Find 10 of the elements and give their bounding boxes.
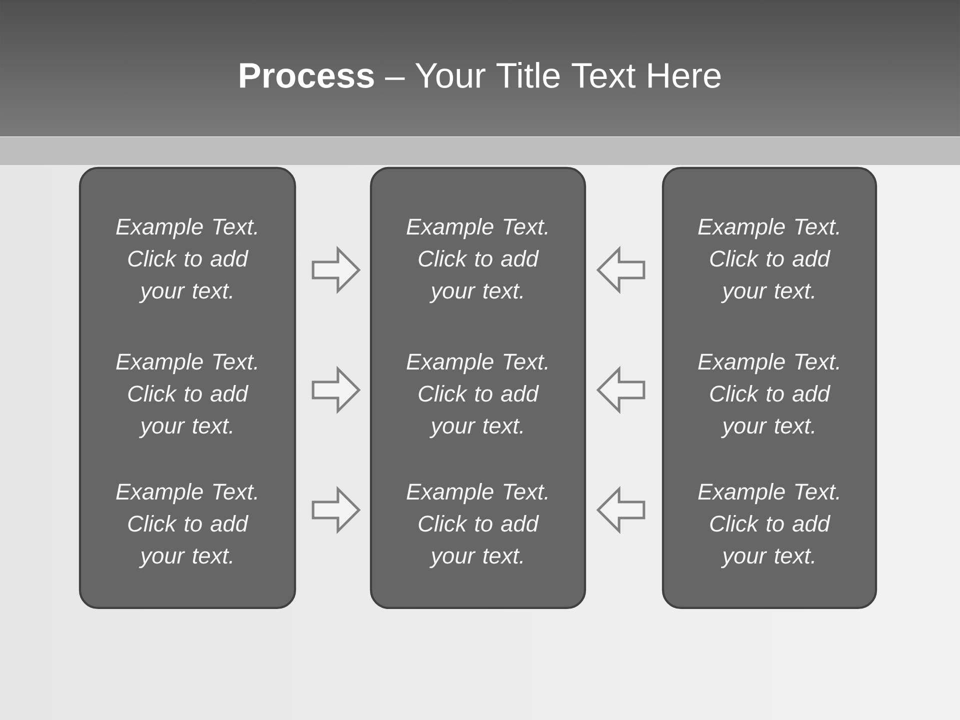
arrow xyxy=(312,246,361,294)
arrow xyxy=(596,486,646,534)
arrow xyxy=(312,366,361,414)
panel: Example Text. Click to add your text. Example Text. Click to add your text. Example Text. Click to add your text. xyxy=(370,166,586,610)
arrow xyxy=(312,486,361,534)
panel: Example Text. Click to add your text. Example Text. Click to add your text. Example Text. Click to add your text. xyxy=(78,166,296,610)
title: Process – Your Title Text Here xyxy=(240,62,721,88)
arrow xyxy=(596,366,646,414)
arrow xyxy=(596,246,646,294)
panel: Example Text. Click to add your text. Example Text. Click to add your text. Example Text. Click to add your text. xyxy=(662,166,878,610)
